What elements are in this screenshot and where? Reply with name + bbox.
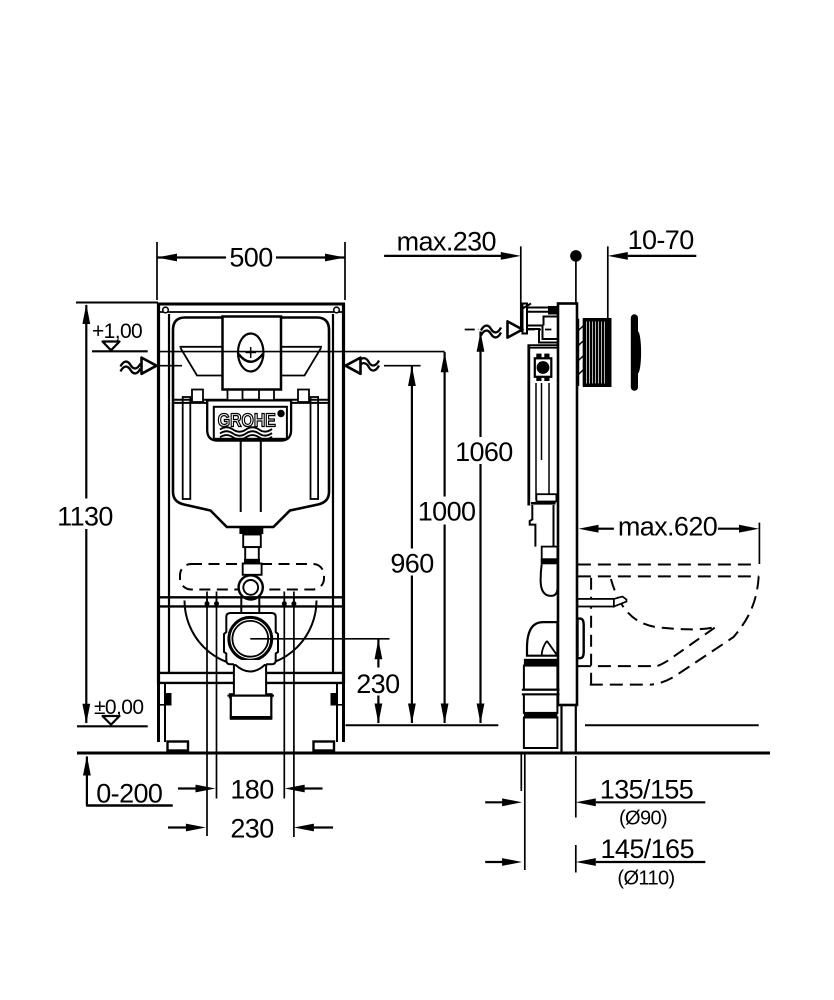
svg-text:(Ø110): (Ø110) — [617, 868, 674, 890]
svg-text:1000: 1000 — [418, 496, 476, 526]
svg-text:max.620: max.620 — [618, 512, 717, 542]
svg-text:135/155: 135/155 — [600, 774, 693, 804]
svg-text:0-200: 0-200 — [96, 779, 162, 809]
svg-text:1130: 1130 — [57, 502, 113, 532]
svg-text:1060: 1060 — [455, 437, 513, 467]
svg-text:180: 180 — [230, 774, 273, 804]
svg-text:960: 960 — [390, 548, 433, 578]
svg-text:(Ø90): (Ø90) — [619, 808, 667, 830]
svg-text:+1,00: +1,00 — [92, 320, 142, 343]
svg-text:230: 230 — [356, 669, 399, 699]
svg-text:10-70: 10-70 — [628, 225, 694, 255]
svg-text:max.230: max.230 — [397, 226, 496, 256]
svg-text:GROHE: GROHE — [218, 411, 276, 431]
svg-text:500: 500 — [229, 242, 272, 272]
svg-text:230: 230 — [230, 813, 273, 843]
svg-text:145/165: 145/165 — [600, 834, 693, 864]
svg-text:±0,00: ±0,00 — [94, 696, 143, 719]
